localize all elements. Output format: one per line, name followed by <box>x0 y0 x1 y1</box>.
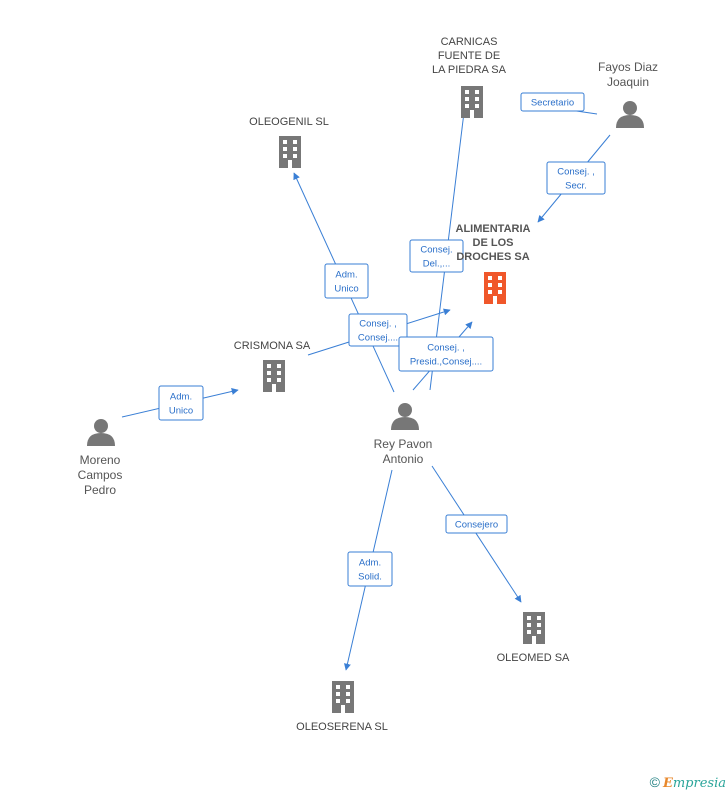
building-icon[interactable] <box>332 681 354 713</box>
brand-initial: E <box>662 776 673 791</box>
node-carnicas[interactable]: CARNICAS FUENTE DE LA PIEDRA SA <box>432 36 507 118</box>
person-icon[interactable] <box>391 403 419 430</box>
edge-label-text: Unico <box>334 284 358 295</box>
edge-label-text: Del.,... <box>423 259 450 270</box>
node-label[interactable]: CARNICAS <box>441 36 498 48</box>
edge-label-text: Secretario <box>531 98 574 109</box>
node-label[interactable]: OLEOSERENA SL <box>296 721 388 733</box>
node-oleomed[interactable]: OLEOMED SA <box>497 612 570 664</box>
edge-fayos-carnicas: Secretario <box>520 92 598 115</box>
node-crismona[interactable]: CRISMONA SA <box>234 340 311 392</box>
edge-label-text: Consejero <box>455 520 498 531</box>
edge-line <box>431 465 522 603</box>
building-icon[interactable] <box>279 136 301 168</box>
edge-label-box[interactable] <box>398 336 494 372</box>
edge-label-text: Consej.... <box>358 333 398 344</box>
person-icon[interactable] <box>616 101 644 128</box>
node-label[interactable]: Joaquin <box>607 75 649 89</box>
edge-label-text: Solid. <box>358 572 382 583</box>
node-label[interactable]: Pedro <box>84 483 116 497</box>
node-label[interactable]: Campos <box>78 468 123 482</box>
node-label[interactable]: Fayos Diaz <box>598 60 658 74</box>
node-oleoserena[interactable]: OLEOSERENA SL <box>296 681 388 733</box>
node-oleogenil[interactable]: OLEOGENIL SL <box>249 116 329 168</box>
edge-label-text: Adm. <box>359 558 381 569</box>
node-label[interactable]: FUENTE DE <box>438 50 500 62</box>
edge-label-box[interactable] <box>520 92 585 112</box>
edge-label-text: Consej. , <box>359 319 397 330</box>
edge-rey-crismona_edge: Consej. , Consej.... <box>307 308 451 356</box>
node-label[interactable]: LA PIEDRA SA <box>432 64 507 76</box>
edge-fayos-alimentaria: Consej. , Secr. <box>537 134 611 223</box>
copyright-icon: © <box>649 774 660 790</box>
edge-label-text: Secr. <box>565 181 587 192</box>
footer-brand: ©Empresia <box>650 774 726 791</box>
building-icon[interactable] <box>484 272 506 304</box>
person-icon[interactable] <box>87 419 115 446</box>
node-label[interactable]: Moreno <box>80 453 121 467</box>
node-label[interactable]: ALIMENTARIA <box>456 223 531 235</box>
edge-rey-oleogenil: Adm. Unico <box>293 172 395 393</box>
node-label[interactable]: DE LOS <box>473 237 514 249</box>
brand-name: mpresia <box>672 776 726 791</box>
nodes-layer: ALIMENTARIA DE LOS DROCHES SA CARNICAS FUENT… <box>78 36 658 733</box>
edge-label-box[interactable] <box>409 239 464 273</box>
node-label[interactable]: CRISMONA SA <box>234 340 311 352</box>
edge-label-box[interactable] <box>324 263 369 299</box>
edge-label-text: Consej. , <box>427 343 465 354</box>
edge-label-text: Presid.,Consej.... <box>410 357 482 368</box>
node-alimentaria[interactable]: ALIMENTARIA DE LOS DROCHES SA <box>456 223 531 304</box>
node-label[interactable]: DROCHES SA <box>456 251 529 263</box>
edge-label-text: Adm. <box>170 392 192 403</box>
node-label[interactable]: Antonio <box>383 452 424 466</box>
edge-moreno-crismona: Adm. Unico <box>121 385 239 421</box>
edge-label-text: Consej. , <box>557 167 595 178</box>
edge-label-box[interactable] <box>347 551 393 587</box>
edge-label-text: Unico <box>169 406 193 417</box>
building-icon[interactable] <box>263 360 285 392</box>
edge-label-text: Consej. <box>420 245 452 256</box>
edge-rey-alimentaria: Consej. , Presid.,Consej.... <box>398 321 494 391</box>
node-label[interactable]: OLEOMED SA <box>497 652 570 664</box>
edge-label-box[interactable] <box>158 385 204 421</box>
node-label[interactable]: OLEOGENIL SL <box>249 116 329 128</box>
edge-rey-oleomed: Consejero <box>431 465 522 603</box>
edge-rey-oleoserena: Adm. Solid. <box>344 469 393 671</box>
edge-label-box[interactable] <box>348 313 408 347</box>
edge-label-text: Adm. <box>335 270 357 281</box>
building-icon[interactable] <box>461 86 483 118</box>
edge-rey-carnicas: Consej. Del.,... <box>409 95 469 391</box>
edge-label-box[interactable] <box>546 161 606 195</box>
edge-label-box[interactable] <box>445 514 508 534</box>
building-icon[interactable] <box>523 612 545 644</box>
node-label[interactable]: Rey Pavon <box>374 437 433 451</box>
